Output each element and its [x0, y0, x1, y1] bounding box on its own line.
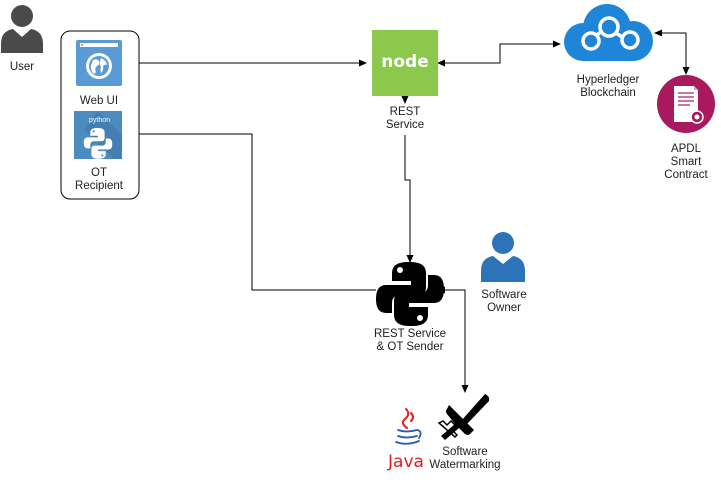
edge-python-otrecipient [126, 130, 376, 291]
python-badge-text: python [88, 117, 111, 124]
apdl-label: APDL Smart Contract [664, 143, 708, 181]
software-owner-label: Software Owner [481, 289, 527, 314]
software-owner-icon [481, 232, 525, 282]
python-tile-icon [74, 111, 122, 159]
user-label: User [9, 61, 35, 73]
edge-node-hyperledger [437, 40, 561, 67]
edge-node-python [404, 135, 414, 263]
user-icon [1, 5, 43, 53]
java-label: Java [388, 452, 424, 472]
hyperledger-label: Hyperledger Blockchain [576, 74, 640, 99]
nodejs-icon [372, 30, 438, 96]
node-logo-text: node [381, 52, 429, 72]
web-ui-icon [76, 40, 122, 86]
edge-python-watermarking [437, 286, 469, 393]
apdl-contract-icon [657, 75, 715, 133]
hyperledger-cloud-icon [564, 4, 653, 61]
connectors [123, 29, 690, 393]
node-service-label: REST Service [385, 106, 425, 131]
java-logo-icon [395, 408, 422, 445]
python-service-label: REST Service & OT Sender [373, 328, 446, 353]
edge-hyperledger-apdl [654, 29, 690, 75]
watermarking-label: Software Watermarking [429, 446, 501, 471]
web-ui-label: Web UI [79, 95, 119, 107]
watermarking-icon [437, 394, 490, 440]
python-logo-icon [376, 262, 444, 326]
ot-recipient-label: OT Recipient [75, 167, 123, 192]
